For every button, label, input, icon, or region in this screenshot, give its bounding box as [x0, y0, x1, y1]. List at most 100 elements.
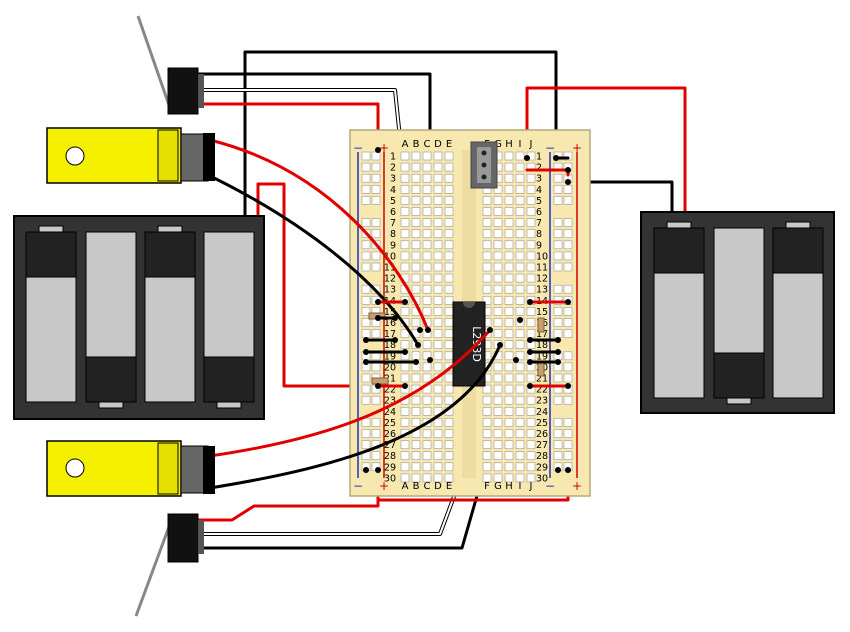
breadboard-hole [526, 406, 536, 416]
breadboard-hole [400, 251, 410, 261]
rail-hole [553, 229, 563, 238]
breadboard-hole [493, 429, 503, 438]
rail-hole [553, 262, 563, 272]
rail-hole [361, 240, 371, 250]
rail-hole [563, 196, 573, 205]
breadboard-hole [433, 273, 443, 283]
breadboard-hole [493, 307, 503, 316]
rail-hole [553, 395, 563, 405]
breadboard-hole [433, 207, 443, 216]
wire-endpoint [427, 357, 433, 363]
rail-hole [371, 418, 381, 427]
breadboard-hole [400, 329, 410, 338]
row-label-right: 24 [536, 407, 548, 418]
breadboard-hole [411, 318, 421, 327]
breadboard-hole [504, 307, 514, 316]
breadboard-hole [482, 229, 492, 238]
row-label-left: 10 [384, 251, 396, 262]
breadboard-hole [493, 329, 503, 338]
wire-black-motor-top [208, 174, 420, 347]
row-label-right: 25 [536, 418, 548, 429]
breadboard-hole [433, 196, 443, 205]
breadboard-hole [444, 429, 454, 438]
rail-hole [361, 329, 371, 338]
rail-hole [553, 284, 563, 294]
breadboard-hole [504, 240, 514, 250]
rail-hole [371, 362, 381, 372]
row-label-left: 2 [390, 163, 396, 174]
row-label-right: 3 [536, 174, 542, 185]
breadboard-hole [504, 418, 514, 427]
breadboard-hole [515, 351, 525, 361]
battery-nub [666, 221, 692, 229]
breadboard-hole [411, 207, 421, 216]
wire-endpoint [375, 383, 381, 389]
rail-hole [371, 262, 381, 272]
rail-hole [361, 173, 371, 183]
breadboard-hole [482, 395, 492, 405]
rail-hole [361, 196, 371, 205]
breadboard-hole [504, 440, 514, 449]
rail-hole [553, 295, 563, 305]
breadboard-hole [493, 384, 503, 394]
breadboard-hole [493, 418, 503, 427]
column-label-bottom: B [413, 481, 420, 492]
wire-endpoint [417, 327, 423, 333]
breadboard-hole [400, 406, 410, 416]
breadboard-hole [515, 284, 525, 294]
breadboard-holes [361, 151, 573, 483]
breadboard-hole [422, 440, 432, 449]
breadboard-hole [504, 406, 514, 416]
breadboard-hole [493, 318, 503, 327]
breadboard-hole [444, 318, 454, 327]
rail-hole [553, 218, 563, 227]
wire-red-battery-left [256, 182, 387, 388]
breadboard-hole [433, 462, 443, 472]
breadboard-hole [482, 218, 492, 227]
breadboard-hole [493, 451, 503, 461]
breadboard-hole [515, 440, 525, 449]
breadboard-hole [526, 307, 536, 316]
battery-terminal [85, 356, 137, 403]
breadboard-hole [411, 351, 421, 361]
breadboard-hole [526, 273, 536, 283]
wire-endpoint [425, 327, 431, 333]
breadboard-hole [422, 395, 432, 405]
wire-endpoint [375, 299, 381, 305]
breadboard-hole [482, 406, 492, 416]
rail-hole [553, 307, 563, 316]
breadboard-hole [504, 262, 514, 272]
rail-hole [563, 395, 573, 405]
breadboard-hole [504, 251, 514, 261]
wire-black-motor-bottom [208, 343, 502, 490]
wire-endpoint [553, 155, 559, 161]
breadboard-hole [444, 418, 454, 427]
wire-endpoint [402, 349, 408, 355]
rail-hole [563, 307, 573, 316]
breadboard-hole [422, 473, 432, 483]
battery-terminal [144, 231, 196, 278]
breadboard-hole [444, 151, 454, 161]
rail-hole [563, 284, 573, 294]
column-label-top: I [519, 139, 522, 150]
row-label-right: 15 [536, 307, 548, 318]
breadboard-hole [433, 262, 443, 272]
breadboard-hole [482, 384, 492, 394]
breadboard-hole [444, 295, 454, 305]
breadboard-hole [504, 351, 514, 361]
breadboard-hole [515, 362, 525, 372]
wire-endpoint [555, 337, 561, 343]
breadboard-hole [411, 462, 421, 472]
breadboard-hole [422, 162, 432, 172]
breadboard-hole [504, 229, 514, 238]
breadboard-hole [444, 273, 454, 283]
breadboard-hole [411, 229, 421, 238]
wire-endpoint [513, 357, 519, 363]
rail-hole [361, 262, 371, 272]
wire-endpoint [392, 337, 398, 343]
breadboard-hole [422, 307, 432, 316]
breadboard-hole [526, 240, 536, 250]
breadboard-hole [400, 173, 410, 183]
breadboard-hole [482, 418, 492, 427]
row-label-right: 30 [536, 473, 548, 484]
